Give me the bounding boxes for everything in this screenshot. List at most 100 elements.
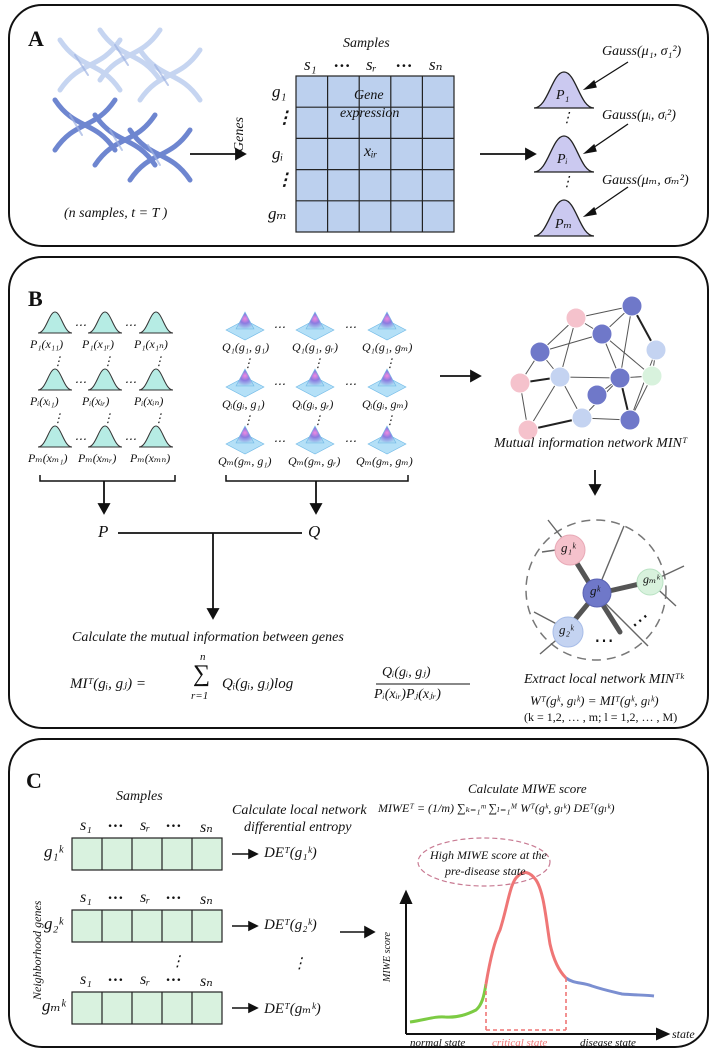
c-gene-2: g₂ᵏ <box>44 914 64 933</box>
p-grid-curves <box>37 311 174 448</box>
disease-state-label: disease state <box>580 1037 636 1049</box>
gauss-label-m: Gauss(μₘ, σₘ²) <box>602 173 689 188</box>
curve-normal <box>409 983 488 1024</box>
q-vdots-2: ⋮ <box>312 356 324 370</box>
formula-sum-sym: ∑ <box>193 661 211 687</box>
local-node-m: gₘᵏ <box>643 572 660 586</box>
c-de-2: DEᵀ(g₂ᵏ) <box>264 917 317 933</box>
b-connectors <box>39 475 409 482</box>
local-dots-1: ⋯ <box>594 630 614 652</box>
critical-dashes <box>485 978 567 1031</box>
matrix-col-dots2: … <box>396 52 413 71</box>
q-symbol: Q <box>308 522 321 541</box>
p-label-i-n: Pᵢ(xᵢₙ) <box>134 394 164 408</box>
matrix-row-vdots2: ⋮ <box>276 170 293 189</box>
gauss-p-i: Pᵢ <box>557 152 568 167</box>
curve-critical <box>484 871 568 985</box>
q-vdots-5: ⋮ <box>312 413 324 427</box>
c-row3-dots1: … <box>108 968 124 985</box>
p-label-1-n: P₁(x₁ₙ) <box>134 337 168 351</box>
c-rows-vdots: ⋮ <box>170 954 185 970</box>
q-vdots-1: ⋮ <box>242 356 254 370</box>
formula-mid: Qᵢ(gᵢ, gⱼ)log <box>222 676 294 692</box>
formula-sum-top: n <box>200 651 206 663</box>
q-grid-peaks <box>225 311 407 455</box>
b-arrows <box>97 369 602 620</box>
index-formula: (k = 1,2, … , m; l = 1,2, … , M) <box>524 710 678 724</box>
normal-state-label: normal state <box>410 1037 466 1049</box>
gauss-label-1: Gauss(μ₁, σ₁²) <box>602 44 682 59</box>
c-row2-dots2: … <box>166 886 182 903</box>
q-label-1-r: Q₁(g₁, gᵣ) <box>292 340 338 354</box>
q-hdots-2a: ⋯ <box>273 377 285 391</box>
p-vdots-3: ⋮ <box>153 354 165 368</box>
matrix-note-gene: Gene <box>354 88 384 103</box>
q-vdots-4: ⋮ <box>242 413 254 427</box>
c-row3-dots2: … <box>166 968 182 985</box>
p-vdots-2: ⋮ <box>102 354 114 368</box>
c-local-title-2: differential entropy <box>244 820 352 835</box>
miwe-formula: MIWEᵀ = (1/m) ∑ₖ₌₁ᵐ ∑ₗ₌₁ᴹ Wᵀ(gᵏ, gₗᵏ) DE… <box>378 801 615 815</box>
gauss-p-1: P₁ <box>556 88 570 103</box>
q-hdots-3a: ⋯ <box>273 434 285 448</box>
p-hdots-3b: ⋯ <box>124 432 136 446</box>
formula-numerator: Qᵢ(gᵢ, gⱼ) <box>382 665 431 680</box>
curve-disease <box>565 976 655 998</box>
c-de-1: DEᵀ(g₁ᵏ) <box>264 845 317 861</box>
p-hdots-3a: ⋯ <box>74 432 86 446</box>
local-node-center: gᵏ <box>590 583 601 598</box>
p-hdots-1a: ⋯ <box>74 318 86 332</box>
matrix-col-sn: sₙ <box>429 55 443 74</box>
arrow-a2 <box>480 147 537 161</box>
matrix-cell-xir: xᵢᵣ <box>364 143 378 160</box>
c-row2-s1: s₁ <box>80 889 92 906</box>
q-label-i-m: Qᵢ(gᵢ, gₘ) <box>362 397 408 411</box>
formula-denominator: Pᵢ(xᵢᵣ)Pⱼ(xⱼᵣ) <box>374 687 441 702</box>
q-label-m-m: Qₘ(gₘ, gₘ) <box>356 454 413 468</box>
c-sample-rows <box>71 837 223 1025</box>
c-neighborhood-title: Neighborhood genes <box>30 900 44 1000</box>
dna-helix-icon <box>52 27 203 183</box>
gene-expression-matrix <box>295 75 455 233</box>
c-row3-sn: sₙ <box>200 973 213 990</box>
q-label-m-1: Qₘ(gₘ, g₁) <box>218 454 272 468</box>
q-label-1-1: Q₁(g₁, g₁) <box>222 340 270 354</box>
critical-state-label: critical state <box>492 1037 548 1049</box>
mi-network-caption: Mutual information network MINᵀ <box>494 436 688 451</box>
local-node-2: g₂ᵏ <box>559 622 574 637</box>
q-label-i-r: Qᵢ(gᵢ, gᵣ) <box>292 397 334 411</box>
p-hdots-2a: ⋯ <box>74 375 86 389</box>
miwe-x-axis-label: state <box>672 1027 695 1041</box>
formula-lhs: MIᵀ(gᵢ, gⱼ) = <box>70 676 146 692</box>
matrix-row-gi: gᵢ <box>272 144 284 163</box>
weight-formula: Wᵀ(gᵏ, gₗᵏ) = MIᵀ(gᵏ, gₗᵏ) <box>530 693 659 708</box>
p-label-i-1: Pᵢ(xᵢ₁) <box>30 394 59 408</box>
q-hdots-1a: ⋯ <box>273 320 285 334</box>
c-row2-dots1: … <box>108 886 124 903</box>
matrix-row-gm: gₘ <box>268 204 287 223</box>
c-samples-title: Samples <box>116 789 163 804</box>
c-row2-sr: sᵣ <box>140 889 151 906</box>
gauss-vdots-2: ⋮ <box>560 175 574 190</box>
q-hdots-3b: ⋯ <box>344 434 356 448</box>
p-label-1-r: P₁(x₁ᵣ) <box>82 337 114 351</box>
c-row1-dots1: … <box>108 814 124 831</box>
p-vdots-1: ⋮ <box>52 354 64 368</box>
local-network-caption: Extract local network MINᵀᵏ <box>524 672 684 687</box>
gauss-pointer-arrows <box>582 61 629 218</box>
q-vdots-3: ⋮ <box>384 356 396 370</box>
matrix-col-s1: s₁ <box>304 55 317 74</box>
p-symbol: P <box>98 522 109 541</box>
c-row-arrows <box>232 848 376 1014</box>
p-hdots-2b: ⋯ <box>124 375 136 389</box>
matrix-samples-title: Samples <box>343 36 390 51</box>
local-network <box>525 519 685 661</box>
p-vdots-6: ⋮ <box>153 411 165 425</box>
miwe-y-axis-label: MIWE score <box>382 932 393 982</box>
q-label-1-m: Q₁(g₁, gₘ) <box>362 340 413 354</box>
panel-a-graphics <box>52 27 629 237</box>
calc-mi-text: Calculate the mutual information between… <box>72 630 344 645</box>
matrix-col-sr: sᵣ <box>366 55 377 74</box>
local-node-1: g₁ᵏ <box>561 540 576 555</box>
